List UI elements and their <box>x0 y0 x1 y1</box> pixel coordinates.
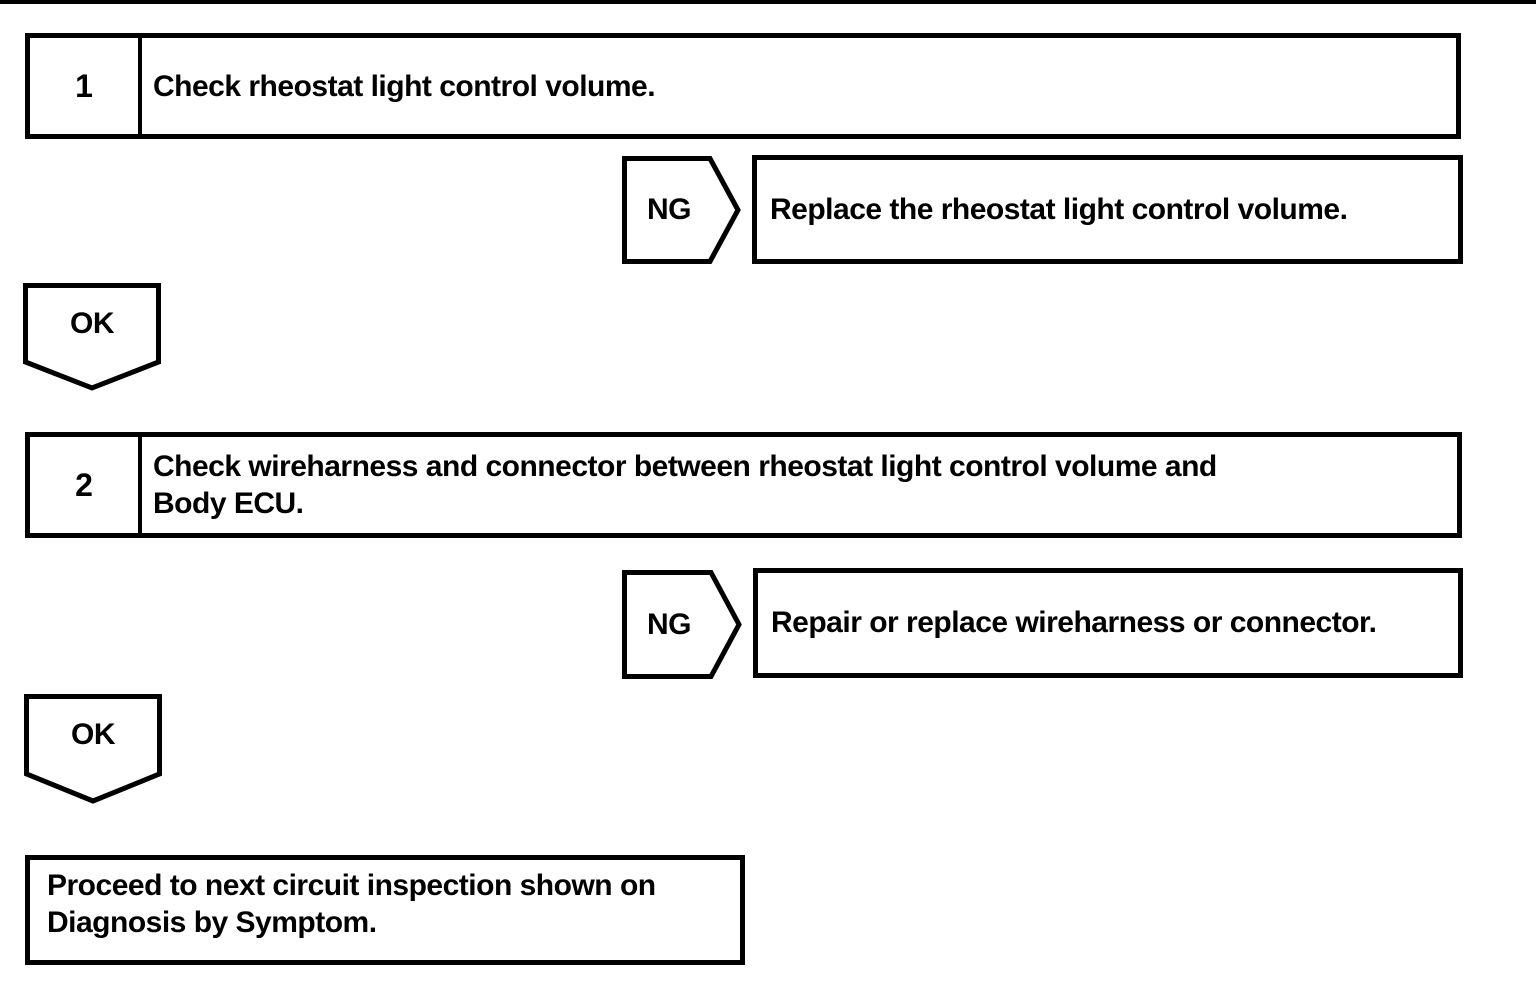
step-2-box: 2 Check wireharness and connector betwee… <box>25 432 1462 538</box>
step-2-number: 2 <box>75 466 93 503</box>
step-1-box: 1 Check rheostat light control volume. <box>25 33 1461 139</box>
ok-label: OK <box>70 307 115 340</box>
step-1-instruction: Check rheostat light control volume. <box>142 38 1456 134</box>
step-1-number: 1 <box>75 67 93 104</box>
ng-action-box-1: Replace the rheostat light control volum… <box>752 155 1463 264</box>
ng-label: NG <box>647 193 692 226</box>
step-2-number-cell: 2 <box>30 437 142 533</box>
page-top-edge-rule <box>0 0 1536 4</box>
ng-arrow-2: NG <box>622 570 742 679</box>
conclusion-line-1: Proceed to next circuit inspection shown… <box>47 869 656 902</box>
ng-pentagon-icon <box>622 570 742 679</box>
ng-label: NG <box>647 607 692 641</box>
step-1-instruction-line-1: Check rheostat light control volume. <box>153 69 656 103</box>
ok-arrow-1: OK <box>23 283 161 391</box>
ng-action-text-2: Repair or replace wireharness or connect… <box>771 606 1377 639</box>
ng-pentagon-icon <box>622 156 741 264</box>
step-1-number-cell: 1 <box>30 38 142 134</box>
ok-label: OK <box>71 718 116 751</box>
ok-arrow-2: OK <box>24 694 162 804</box>
step-2-instruction-line-2: Body ECU. <box>153 487 304 520</box>
ng-arrow-1: NG <box>622 156 741 264</box>
ng-action-box-2: Repair or replace wireharness or connect… <box>753 568 1463 678</box>
conclusion-line-2: Diagnosis by Symptom. <box>47 906 377 939</box>
step-2-instruction-line-1: Check wireharness and connector between … <box>153 450 1217 483</box>
ok-pentagon-icon <box>23 283 161 391</box>
ok-pentagon-icon <box>24 694 162 804</box>
step-2-instruction: Check wireharness and connector between … <box>142 437 1457 533</box>
ng-action-text-1: Replace the rheostat light control volum… <box>770 192 1348 226</box>
conclusion-box: Proceed to next circuit inspection shown… <box>25 855 745 965</box>
